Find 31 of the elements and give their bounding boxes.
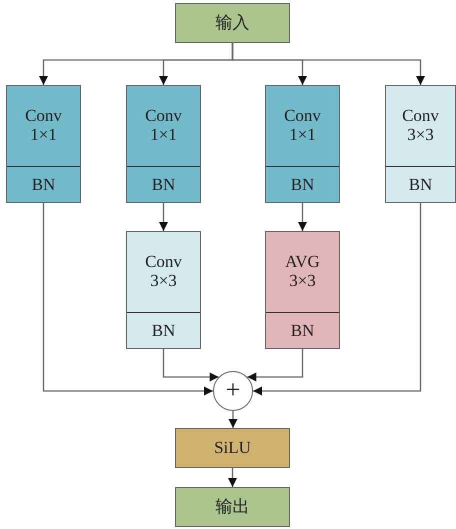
arrow xyxy=(253,203,422,396)
input-box: 输入 xyxy=(175,3,290,43)
arrow xyxy=(228,468,237,487)
sum-circle: + xyxy=(213,371,253,411)
layer-box xyxy=(6,85,81,203)
batch-norm-section: BN xyxy=(266,166,339,201)
batch-norm-section: BN xyxy=(266,312,339,347)
layer-box xyxy=(265,231,340,349)
operation-label: Conv 3×3 xyxy=(401,105,440,144)
activation-box: SiLU xyxy=(175,428,290,468)
layer-box xyxy=(126,85,201,203)
layer-box xyxy=(385,85,456,203)
operation-label: Conv 3×3 xyxy=(144,251,183,290)
arrow xyxy=(247,349,304,382)
arrow xyxy=(159,203,168,231)
arrow xyxy=(162,349,219,382)
operation-label: Conv 1×1 xyxy=(283,105,322,144)
arrow xyxy=(298,203,307,231)
operation-label: AVG 3×3 xyxy=(284,251,321,290)
batch-norm-section: BN xyxy=(127,166,200,201)
arrow xyxy=(228,411,238,428)
operation-label: Conv 1×1 xyxy=(24,105,63,144)
arrow xyxy=(232,43,425,85)
arrow xyxy=(42,203,213,396)
batch-norm-section: BN xyxy=(386,166,455,201)
layer-box xyxy=(265,85,340,203)
batch-norm-section: BN xyxy=(127,312,200,347)
layer-box xyxy=(126,231,201,349)
operation-label: Conv 1×1 xyxy=(144,105,183,144)
output-box: 输出 xyxy=(175,487,290,527)
batch-norm-section: BN xyxy=(7,166,80,201)
